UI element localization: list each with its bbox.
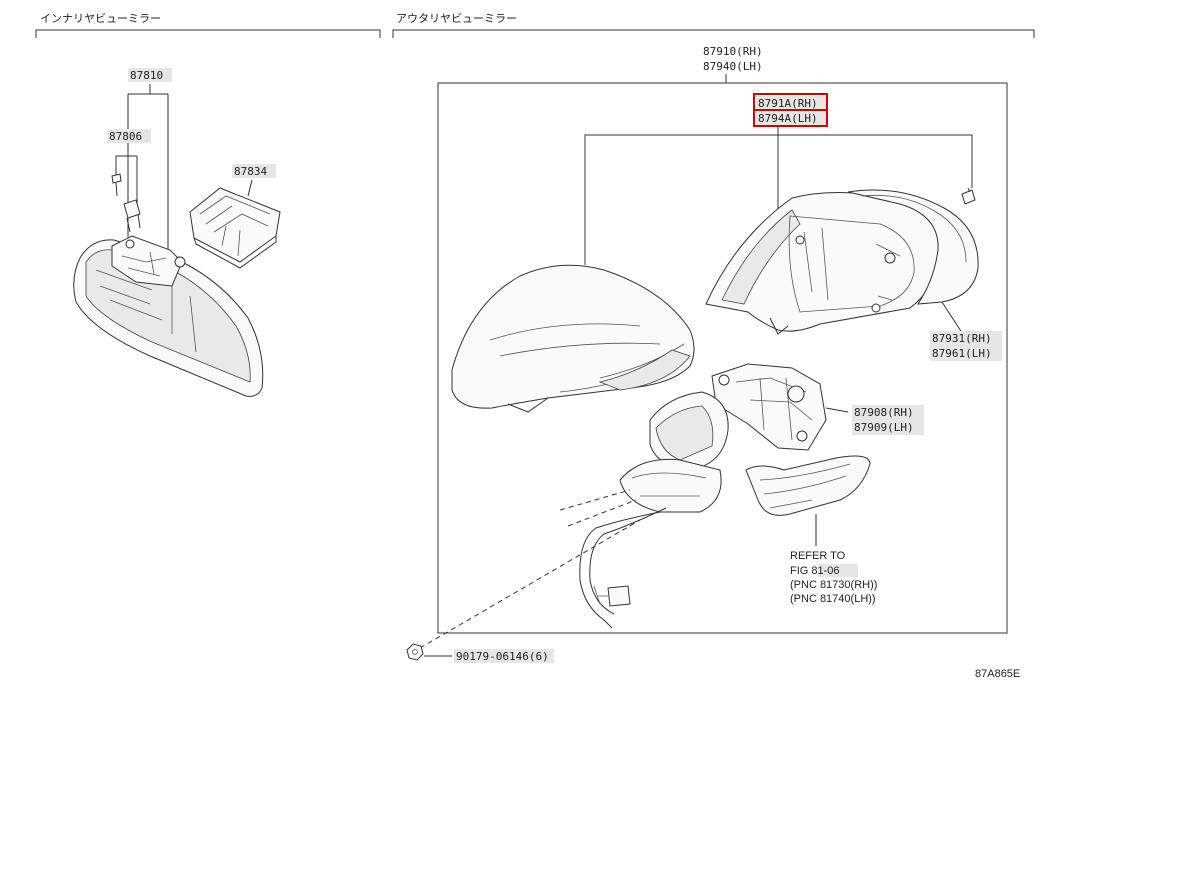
mirror-housing-illustration bbox=[705, 191, 943, 335]
outer-mirror-section-title: アウタリヤビューミラー bbox=[396, 12, 517, 25]
inner-section-bracket bbox=[35, 29, 381, 38]
reference-line-1: REFER TO bbox=[790, 550, 846, 562]
leader-87806 bbox=[115, 146, 138, 208]
nut-illustration bbox=[406, 643, 452, 661]
leader-outer-bracket bbox=[584, 134, 973, 265]
assembly-frame bbox=[437, 82, 1008, 634]
inner-mirror-section-title: インナリヤビューミラー bbox=[40, 12, 161, 25]
part-label-87908[interactable]: 87908(RH) bbox=[854, 406, 914, 419]
part-label-87810[interactable]: 87810 bbox=[130, 69, 163, 82]
part-label-90179[interactable]: 90179-06146(6) bbox=[456, 650, 549, 663]
label-bg bbox=[930, 331, 1002, 361]
inner-mirror-illustration bbox=[73, 235, 264, 397]
reference-pnc-lh[interactable]: (PNC 81740(LH)) bbox=[790, 593, 876, 605]
label-bg bbox=[852, 405, 924, 435]
part-label-8794A[interactable]: 8794A(LH) bbox=[758, 112, 818, 125]
label-bg bbox=[107, 129, 151, 143]
leader-87834 bbox=[247, 179, 253, 197]
dashed-mount-line bbox=[567, 499, 637, 527]
part-label-8791A[interactable]: 8791A(RH) bbox=[758, 97, 818, 110]
outer-section-bracket bbox=[392, 29, 1035, 38]
screw-top-illustration bbox=[961, 187, 976, 205]
inner-mirror-group: 87810 87806 87834 bbox=[73, 68, 281, 397]
highlight-box-8794A bbox=[753, 109, 828, 127]
label-bg bbox=[818, 564, 858, 577]
label-bg bbox=[232, 164, 276, 178]
label-bg bbox=[454, 649, 554, 663]
mirror-cover-illustration bbox=[451, 264, 695, 413]
outer-mirror-group: 87910(RH) 87940(LH) 8791A(RH) 8794A(LH) bbox=[406, 45, 1008, 663]
part-label-87910[interactable]: 87910(RH) bbox=[703, 45, 763, 58]
leader-87810 bbox=[127, 84, 169, 258]
dashed-mount-line bbox=[559, 489, 631, 511]
part-label-87961[interactable]: 87961(LH) bbox=[932, 347, 992, 360]
turn-signal-lamp-illustration bbox=[745, 455, 871, 546]
mirror-base-illustration bbox=[579, 391, 729, 629]
figure-code: 87A865E bbox=[975, 668, 1020, 680]
mirror-glass-illustration bbox=[847, 189, 979, 343]
part-label-87834[interactable]: 87834 bbox=[234, 165, 267, 178]
reference-fig-link[interactable]: FIG 81-06 bbox=[790, 565, 840, 577]
part-label-87931[interactable]: 87931(RH) bbox=[932, 332, 992, 345]
screw-87806-illustration bbox=[111, 173, 141, 233]
part-label-87806[interactable]: 87806 bbox=[109, 130, 142, 143]
actuator-illustration bbox=[711, 363, 849, 451]
reference-pnc-rh[interactable]: (PNC 81730(RH)) bbox=[790, 579, 877, 591]
part-label-87940[interactable]: 87940(LH) bbox=[703, 60, 763, 73]
label-bg bbox=[128, 68, 172, 82]
part-label-87909[interactable]: 87909(LH) bbox=[854, 421, 914, 434]
dashed-mount-line bbox=[419, 519, 641, 649]
mount-cover-87834-illustration bbox=[189, 187, 281, 269]
